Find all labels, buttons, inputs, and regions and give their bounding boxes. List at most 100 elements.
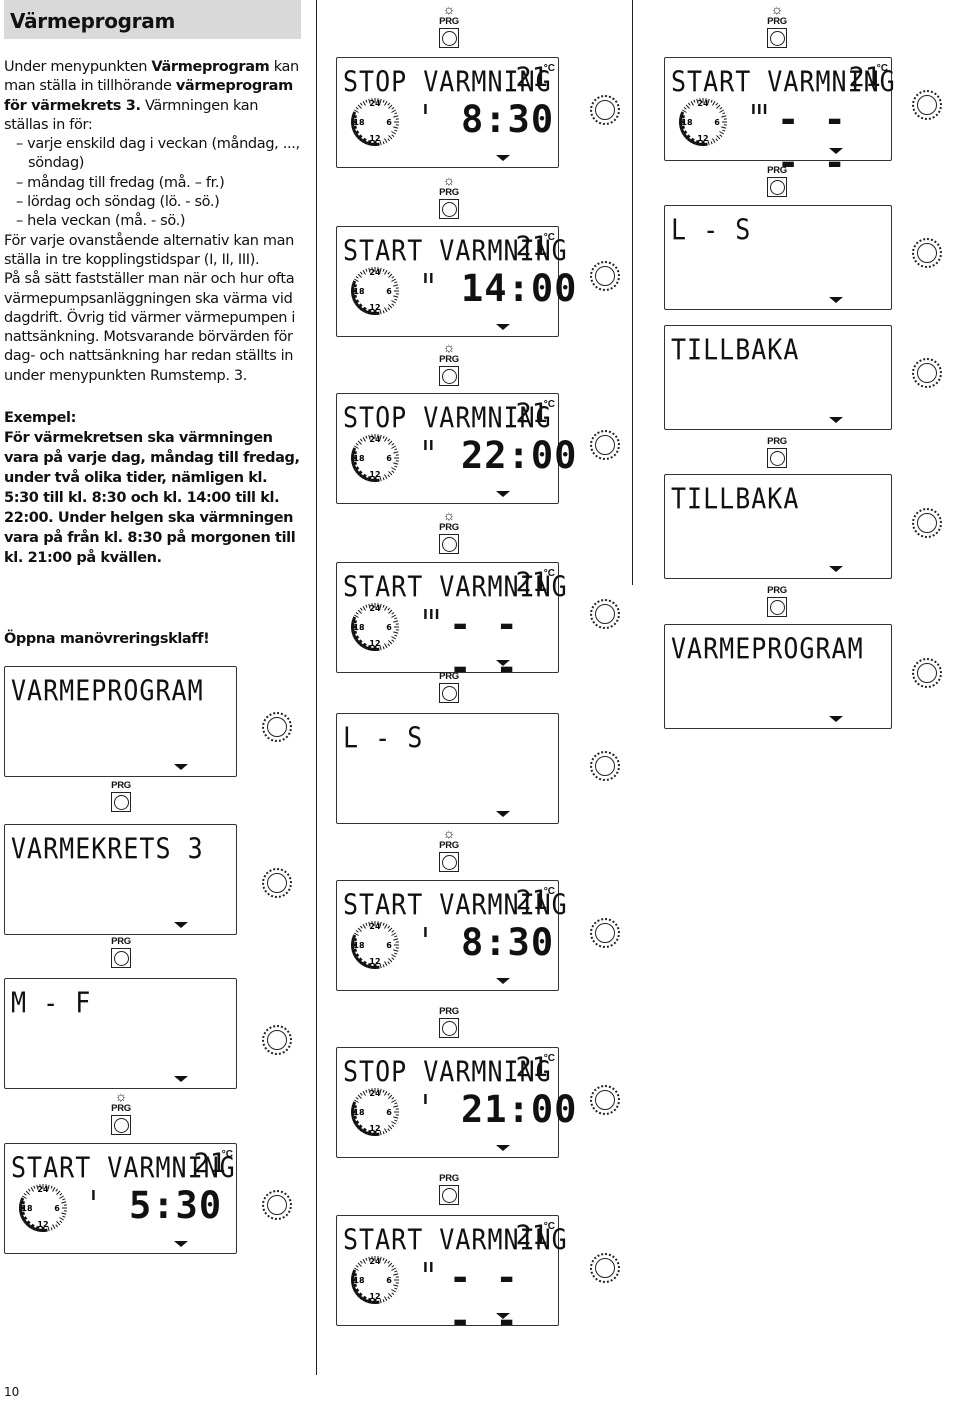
clock-tick <box>359 102 363 106</box>
clock-tick <box>393 1284 399 1287</box>
clock-tick <box>391 636 397 640</box>
example-text: För värmekretsen ska värmningen vara på … <box>4 430 300 566</box>
clock-tick <box>715 138 719 142</box>
prg-label: PRG <box>767 585 787 596</box>
clock-tick <box>19 1211 26 1216</box>
lcd-time: 8:30 <box>461 921 555 964</box>
clock-tick <box>50 1185 53 1189</box>
clock-tick <box>24 1220 31 1227</box>
clock-tick <box>356 134 363 141</box>
lcd-display: L - S <box>336 713 559 824</box>
rotary-knob-icon[interactable] <box>590 1253 620 1283</box>
clock-tick <box>361 1295 367 1302</box>
lcd-main-text: STOP VARMNING <box>343 65 552 99</box>
prg-label: PRG <box>439 840 459 851</box>
clock-label: 18 <box>353 287 365 296</box>
clock-label: 6 <box>714 118 720 127</box>
rotary-knob-icon[interactable] <box>590 918 620 948</box>
rotary-knob-icon[interactable] <box>590 95 620 125</box>
rotary-knob-icon[interactable] <box>912 658 942 688</box>
clock-tick <box>387 474 391 478</box>
clock-tick <box>391 932 397 936</box>
rotary-knob-icon[interactable] <box>590 599 620 629</box>
clock-tick <box>359 960 364 965</box>
rotary-knob-icon[interactable] <box>912 90 942 120</box>
clock-tick <box>394 935 398 938</box>
prg-button[interactable]: ☼PRG <box>110 1089 132 1135</box>
clock-tick <box>355 956 360 961</box>
title-bar: Värmeprogram <box>4 0 301 39</box>
prg-button[interactable]: PRG <box>438 1174 460 1205</box>
rotary-knob-icon[interactable] <box>912 238 942 268</box>
clock-tick <box>359 438 363 442</box>
lcd-arrow-down-icon <box>496 811 510 817</box>
clock-tick <box>387 1128 391 1132</box>
clock-tick <box>379 98 382 104</box>
prg-button[interactable]: PRG <box>766 586 788 617</box>
example-heading: Exempel: <box>4 410 76 426</box>
rotary-knob-icon[interactable] <box>262 868 292 898</box>
lcd-degree-unit: °C <box>876 63 888 74</box>
rotary-knob-icon[interactable] <box>590 430 620 460</box>
clock-tick <box>382 435 385 439</box>
clock-tick <box>353 130 360 136</box>
rotary-knob-icon[interactable] <box>262 1190 292 1220</box>
rotary-knob-icon[interactable] <box>590 751 620 781</box>
clock-tick <box>391 109 397 113</box>
rotary-knob-icon[interactable] <box>912 358 942 388</box>
clock-tick <box>394 1102 398 1105</box>
clock-tick <box>382 141 385 145</box>
prg-button[interactable]: ☼PRG <box>766 2 788 48</box>
prg-label: PRG <box>439 1006 459 1017</box>
clock-tick <box>355 1096 359 1100</box>
clock-tick <box>353 1288 360 1294</box>
prg-button[interactable]: PRG <box>766 166 788 197</box>
prg-button[interactable]: PRG <box>110 937 132 968</box>
clock-tick <box>382 964 385 968</box>
prg-button[interactable]: ☼PRG <box>438 508 460 554</box>
clock-tick <box>393 462 399 465</box>
clock-tick <box>391 278 397 282</box>
prg-button[interactable]: PRG <box>110 781 132 812</box>
clock-tick <box>679 114 686 119</box>
clock-tick <box>379 963 382 969</box>
lcd-degree-unit: °C <box>221 1149 233 1160</box>
clock-tick <box>379 645 382 651</box>
prg-button[interactable]: ☼PRG <box>438 173 460 219</box>
prg-button[interactable]: PRG <box>438 1007 460 1038</box>
prg-button-icon <box>439 683 459 703</box>
rotary-knob-icon[interactable] <box>590 1085 620 1115</box>
prg-label: PRG <box>439 671 459 682</box>
prg-button[interactable]: ☼PRG <box>438 826 460 872</box>
clock-tick <box>355 275 359 279</box>
clock-tick <box>393 620 399 623</box>
lcd-arrow-down-icon <box>829 297 843 303</box>
lcd-time: - - - - <box>449 603 519 689</box>
clock-tick <box>359 607 363 611</box>
clock-tick <box>680 128 685 133</box>
clock-tick <box>352 1101 357 1106</box>
clock-tick <box>393 126 399 129</box>
clock-tick <box>351 1115 358 1120</box>
rotary-knob-icon[interactable] <box>912 508 942 538</box>
clock-label: 12 <box>369 134 380 143</box>
prg-button[interactable]: PRG <box>438 672 460 703</box>
prg-button[interactable]: ☼PRG <box>438 340 460 386</box>
clock-tick <box>353 1099 359 1103</box>
clock-tick <box>367 644 372 651</box>
clock-tick <box>379 1256 382 1262</box>
rotary-knob-icon[interactable] <box>262 712 292 742</box>
rotary-knob-icon[interactable] <box>590 261 620 291</box>
clock-tick <box>352 951 357 956</box>
prg-button[interactable]: ☼PRG <box>438 2 460 48</box>
lcd-arrow-down-icon <box>496 978 510 984</box>
clock-tick <box>359 925 363 929</box>
prg-button[interactable]: PRG <box>766 437 788 468</box>
prg-button-icon <box>111 792 131 812</box>
rotary-knob-icon[interactable] <box>262 1025 292 1055</box>
